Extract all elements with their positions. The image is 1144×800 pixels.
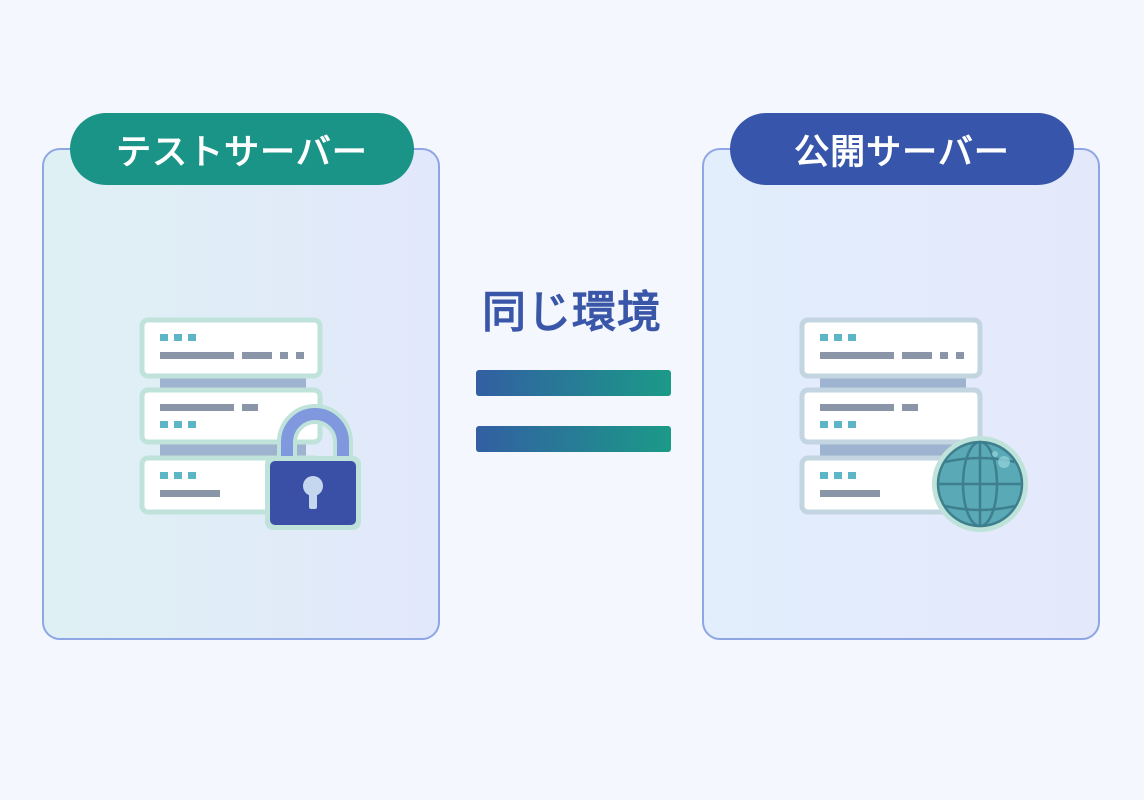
test-server-title: テストサーバー xyxy=(70,113,414,185)
public-server-title: 公開サーバー xyxy=(730,113,1074,185)
public-server-illustration xyxy=(799,317,1028,532)
globe-icon xyxy=(932,436,1028,532)
server-rack-icon xyxy=(799,317,983,515)
test-server-illustration xyxy=(139,317,361,530)
same-environment-label: 同じ環境 xyxy=(482,287,662,338)
padlock-icon xyxy=(265,404,361,530)
equals-sign-icon xyxy=(476,370,671,396)
equals-bar-lower xyxy=(476,426,671,452)
